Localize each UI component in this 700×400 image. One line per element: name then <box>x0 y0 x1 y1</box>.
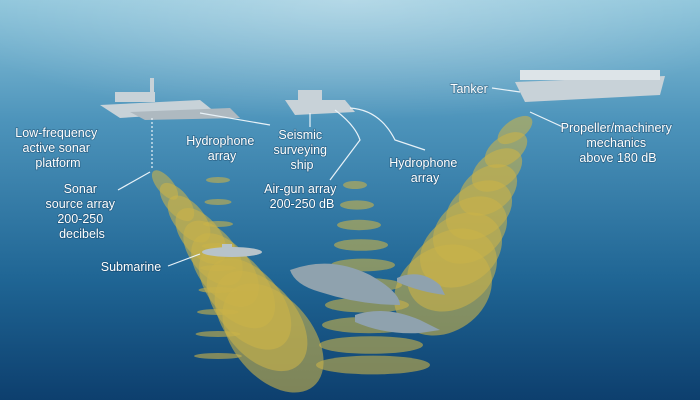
label-sonar-source: Sonar source array 200-250 decibels <box>46 182 119 241</box>
tanker-wave <box>394 244 492 336</box>
label-tanker: Tanker <box>450 82 488 96</box>
label-hydrophone-right: Hydrophone array <box>389 156 461 185</box>
airgun-wave <box>343 181 367 189</box>
leader-tanker <box>491 87 521 93</box>
label-propeller: Propeller/machinery mechanics above 180 … <box>561 121 676 165</box>
surface-glow <box>0 0 700 200</box>
airgun-wave <box>340 200 374 210</box>
label-sonar-platform: Low-frequency active sonar platform <box>15 126 100 170</box>
airgun-wave <box>334 239 388 251</box>
hydrophone-wave <box>195 331 241 337</box>
leader-airgun <box>329 109 361 181</box>
submarine <box>202 244 262 257</box>
hydrophone-wave <box>206 177 230 183</box>
sonar-wave <box>222 283 324 393</box>
hydrophone-wave <box>203 221 233 227</box>
leader-hydrophone-left <box>199 112 271 126</box>
tanker-ship <box>515 70 665 102</box>
whales <box>290 263 445 334</box>
hydrophone-wave <box>198 287 238 293</box>
airgun-wave <box>319 336 423 354</box>
airgun-wave <box>316 355 430 375</box>
label-air-gun: Air-gun array 200-250 dB <box>264 182 340 211</box>
label-submarine: Submarine <box>101 260 161 274</box>
leader-propeller <box>529 111 566 129</box>
leader-sonar-source <box>117 171 151 191</box>
hydrophone-wave <box>194 353 242 359</box>
label-hydrophone-left: Hydrophone array <box>186 134 258 163</box>
sonar-platform-ship <box>100 78 240 120</box>
hydrophone-wave <box>197 309 239 315</box>
hydrophone-wave <box>200 265 236 271</box>
label-seismic-ship: Seismic surveying ship <box>274 128 331 172</box>
leader-hydrophone-right <box>349 107 426 151</box>
airgun-wave <box>337 219 381 231</box>
hydrophone-wave <box>204 199 232 205</box>
leader-submarine <box>167 253 201 267</box>
